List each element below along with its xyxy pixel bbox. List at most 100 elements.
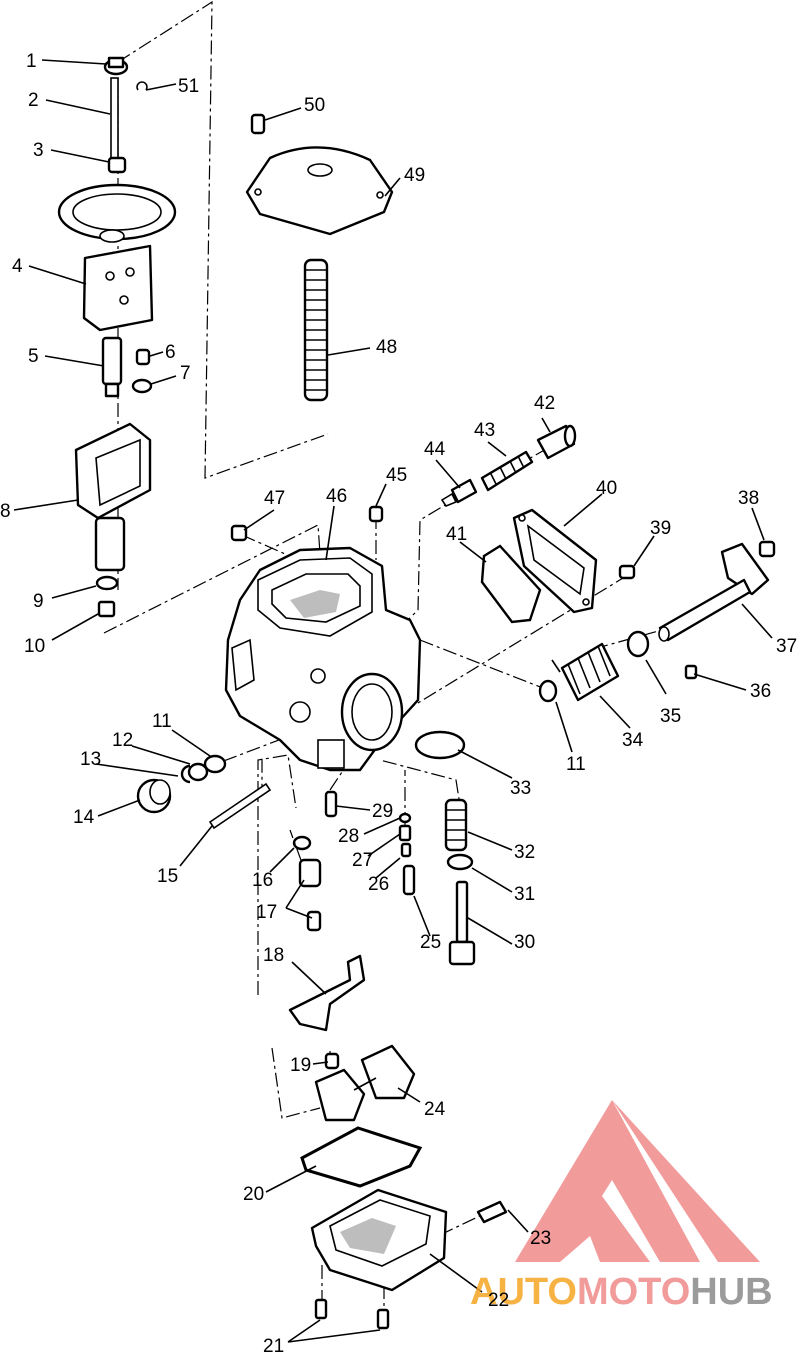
part-screw-39 xyxy=(618,564,636,580)
part-spacer xyxy=(107,156,127,174)
part-washer-31 xyxy=(446,853,474,871)
part-bracket xyxy=(288,954,366,1032)
callout-41: 41 xyxy=(446,524,467,545)
callout-15: 15 xyxy=(157,866,178,887)
part-washer-28 xyxy=(398,812,412,824)
callout-12: 12 xyxy=(112,730,133,751)
callout-8: 8 xyxy=(0,501,11,522)
part-float xyxy=(314,1044,416,1122)
part-needle-holder xyxy=(101,336,123,398)
callout-5: 5 xyxy=(28,346,39,367)
parts xyxy=(57,56,776,1330)
watermark: AUTOMOTOHUB xyxy=(470,1100,773,1313)
part-return-spring xyxy=(551,642,620,702)
callout-24: 24 xyxy=(424,1099,446,1120)
callout-1: 1 xyxy=(26,51,37,72)
part-cap-nut xyxy=(103,56,129,76)
part-cover-gasket xyxy=(480,544,542,624)
part-oring-16 xyxy=(292,835,312,851)
callout-23: 23 xyxy=(530,1228,551,1249)
part-needle-25 xyxy=(402,864,416,896)
part-spring-27 xyxy=(398,824,412,842)
callout-51: 51 xyxy=(178,76,199,97)
callout-35: 35 xyxy=(660,706,681,727)
callout-36: 36 xyxy=(750,681,771,702)
callout-6: 6 xyxy=(165,342,176,363)
callout-7: 7 xyxy=(180,363,191,384)
callout-33: 33 xyxy=(510,778,531,799)
callout-42: 42 xyxy=(534,393,555,414)
part-drain-screw xyxy=(476,1200,508,1224)
part-carburetor-body xyxy=(224,546,422,772)
part-float-gasket xyxy=(300,1126,423,1188)
watermark-hub: HUB xyxy=(690,1271,772,1313)
watermark-auto: AUTO xyxy=(470,1271,577,1313)
part-oring-12 xyxy=(187,762,209,782)
part-throttle-shaft xyxy=(658,542,770,642)
part-plug-47 xyxy=(230,524,248,542)
callout-27: 27 xyxy=(352,850,373,871)
part-cover-screw xyxy=(250,113,266,135)
part-needle-rod xyxy=(110,77,119,167)
part-e-clip xyxy=(136,81,148,91)
watermark-logo-triangle-right xyxy=(612,1100,760,1262)
part-bolt-30 xyxy=(448,880,476,966)
svg-text:AUTOMOTOHUB: AUTOMOTOHUB xyxy=(470,1271,773,1313)
part-idle-spring xyxy=(480,450,534,492)
callout-29: 29 xyxy=(372,801,393,822)
part-screw-29 xyxy=(324,790,338,818)
part-bowl-screw-a xyxy=(314,1298,328,1320)
part-slide-spring xyxy=(303,258,329,402)
callout-43: 43 xyxy=(474,420,495,441)
callout-3: 3 xyxy=(33,140,44,161)
watermark-logo-triangle xyxy=(515,1100,700,1262)
callout-34: 34 xyxy=(622,730,644,751)
part-spring-26 xyxy=(400,842,412,858)
part-clip-13 xyxy=(180,764,191,784)
callout-19: 19 xyxy=(290,1055,311,1076)
callout-22: 22 xyxy=(488,1290,509,1311)
callout-45: 45 xyxy=(386,465,407,486)
callout-47: 47 xyxy=(264,488,285,509)
part-screw-36 xyxy=(684,664,698,680)
callout-31: 31 xyxy=(514,884,535,905)
part-float-bowl xyxy=(310,1188,448,1292)
callout-17: 17 xyxy=(256,902,277,923)
callout-10: 10 xyxy=(24,636,45,657)
callout-labels: 1 2 3 4 5 6 7 8 9 10 11 11 12 13 14 15 1… xyxy=(0,51,797,1354)
part-bowl-screw-b xyxy=(376,1308,390,1330)
callout-9: 9 xyxy=(33,591,44,612)
callout-28: 28 xyxy=(338,826,359,847)
part-top-cover xyxy=(245,146,394,236)
part-lock-washer xyxy=(131,378,153,394)
callout-38: 38 xyxy=(738,488,759,509)
callout-30: 30 xyxy=(514,932,535,953)
part-screw-45 xyxy=(368,505,384,523)
callout-44: 44 xyxy=(424,439,446,460)
part-cap-14 xyxy=(136,778,172,814)
part-bushing xyxy=(626,630,650,658)
callout-32: 32 xyxy=(514,842,535,863)
callout-2: 2 xyxy=(28,90,39,111)
part-diaphragm-slide xyxy=(57,183,177,332)
part-spring-32 xyxy=(444,798,468,852)
callout-4: 4 xyxy=(12,256,23,277)
callout-16: 16 xyxy=(252,870,273,891)
part-accelerator-cover xyxy=(512,508,598,614)
callout-37: 37 xyxy=(776,636,797,657)
callout-18: 18 xyxy=(263,945,284,966)
part-nut-10 xyxy=(97,600,116,618)
part-washer-9 xyxy=(95,575,119,591)
callout-13: 13 xyxy=(80,749,101,770)
callout-11a: 11 xyxy=(152,711,172,732)
part-slide-holder xyxy=(74,422,152,572)
part-main-jet xyxy=(298,858,322,932)
callout-26: 26 xyxy=(368,874,389,895)
part-pilot-screw xyxy=(440,478,478,507)
callout-49: 49 xyxy=(404,165,425,186)
callout-11b: 11 xyxy=(566,754,586,775)
part-pin-15 xyxy=(208,782,272,830)
part-screw-19 xyxy=(324,1052,340,1070)
callout-14: 14 xyxy=(73,807,95,828)
